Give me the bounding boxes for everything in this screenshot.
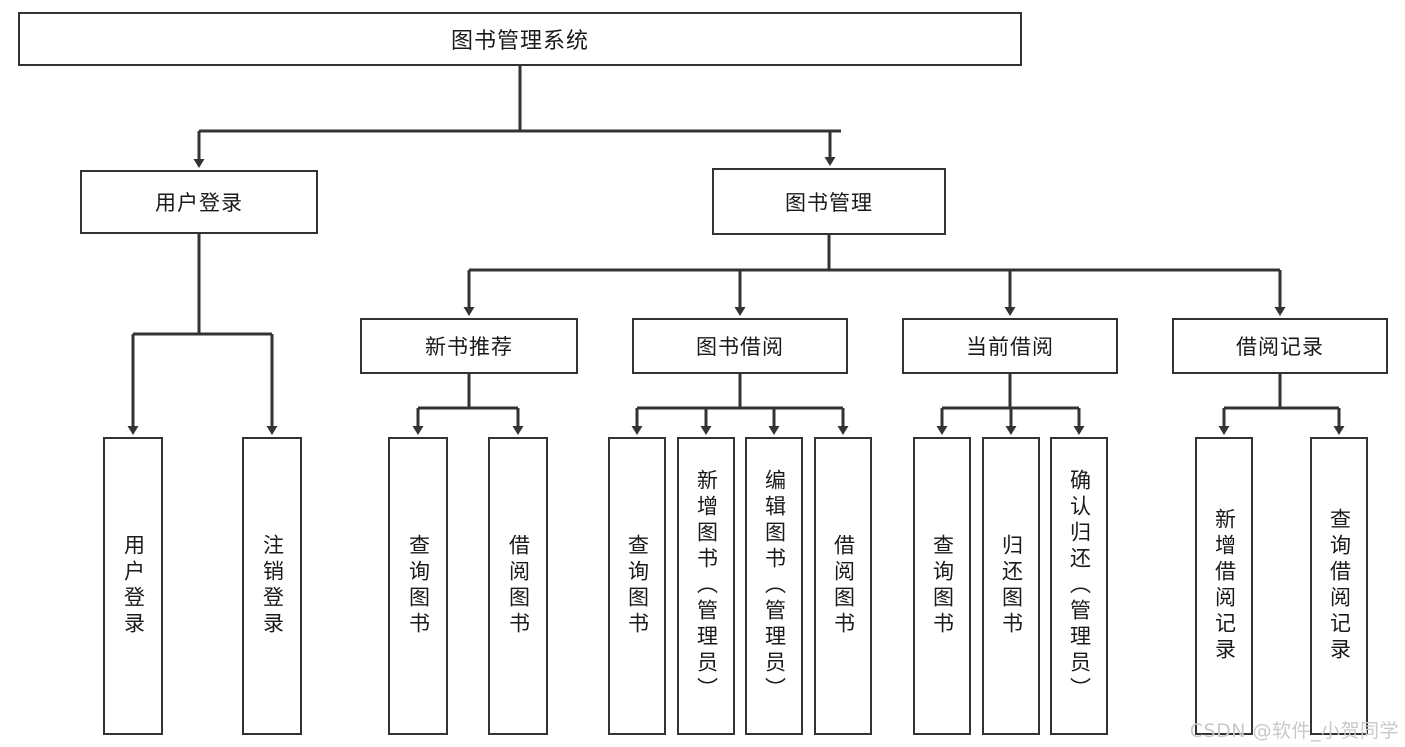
node-leaf-10[interactable]: 确认归还（管理员）: [1050, 437, 1108, 735]
node-leaf-11[interactable]: 新增借阅记录: [1195, 437, 1253, 735]
node-level2-0[interactable]: 用户登录: [80, 170, 318, 234]
node-level2-1[interactable]: 图书管理: [712, 168, 946, 235]
node-root[interactable]: 图书管理系统: [18, 12, 1022, 66]
node-level3-0[interactable]: 新书推荐: [360, 318, 578, 374]
node-leaf-1[interactable]: 注销登录: [242, 437, 302, 735]
node-level3-2[interactable]: 当前借阅: [902, 318, 1118, 374]
node-leaf-7[interactable]: 借阅图书: [814, 437, 872, 735]
node-level3-1[interactable]: 图书借阅: [632, 318, 848, 374]
node-leaf-12[interactable]: 查询借阅记录: [1310, 437, 1368, 735]
node-leaf-4[interactable]: 查询图书: [608, 437, 666, 735]
node-leaf-8[interactable]: 查询图书: [913, 437, 971, 735]
node-leaf-9[interactable]: 归还图书: [982, 437, 1040, 735]
node-leaf-2[interactable]: 查询图书: [388, 437, 448, 735]
node-leaf-5[interactable]: 新增图书（管理员）: [677, 437, 735, 735]
csdn-watermark: CSDN @软件_小贺同学: [1189, 720, 1399, 742]
node-leaf-0[interactable]: 用户登录: [103, 437, 163, 735]
node-leaf-6[interactable]: 编辑图书（管理员）: [745, 437, 803, 735]
node-level3-3[interactable]: 借阅记录: [1172, 318, 1388, 374]
node-leaf-3[interactable]: 借阅图书: [488, 437, 548, 735]
